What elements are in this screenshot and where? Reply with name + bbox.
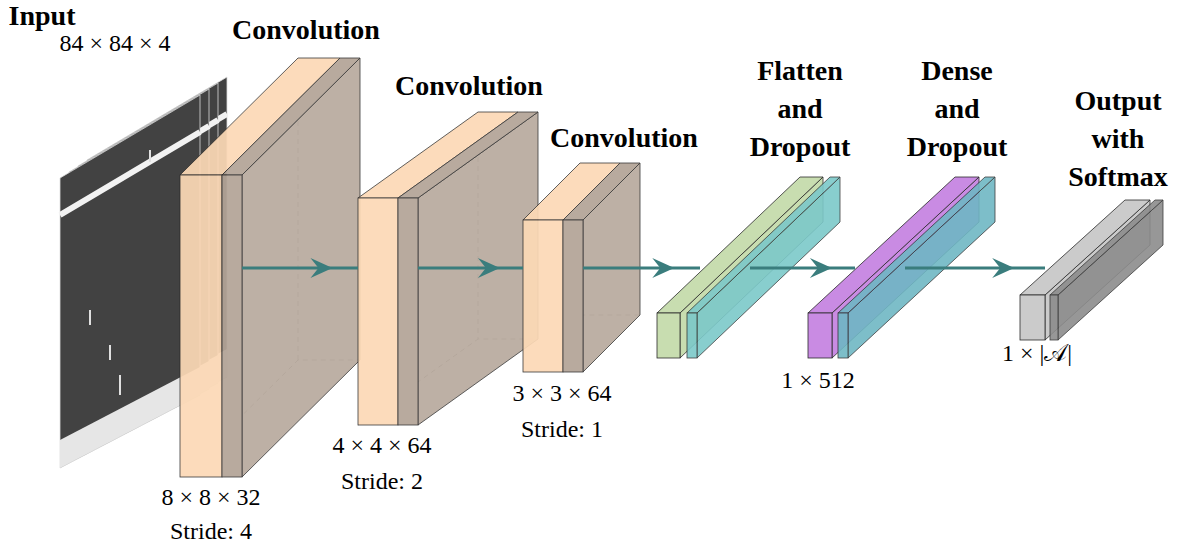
top-face (358, 112, 518, 198)
layer-dimension: 4 × 4 × 64 (332, 432, 431, 460)
frame-mark (109, 345, 111, 360)
layer-node: Input84 × 84 × 4 (60, 178, 200, 468)
layer-title: Flatten and Dropout (743, 52, 858, 166)
arrow-head (478, 258, 500, 278)
slab-front (808, 313, 832, 358)
layer-node: Convolution8 × 8 × 32Stride: 4 (180, 175, 242, 477)
slab-side (1058, 200, 1163, 340)
layer-title: Input (9, 0, 76, 32)
front-face (180, 175, 222, 477)
front-face (563, 220, 583, 372)
slab-top (838, 177, 995, 313)
conv-block (358, 112, 538, 425)
slab-top (1050, 200, 1163, 295)
frame-stripe (60, 132, 200, 215)
layer-title: Output with Softmax (1061, 82, 1176, 196)
arrow-head (310, 258, 332, 278)
flow-arrow (418, 258, 523, 278)
slab-top (687, 177, 840, 313)
frame-floor (60, 367, 200, 468)
arrow-head (992, 258, 1014, 278)
layer-title: Convolution (550, 122, 698, 154)
frame-mark (89, 310, 91, 325)
arrow-line (242, 267, 358, 270)
layer-dimension: 8 × 8 × 32 (161, 484, 260, 512)
arrow-line (583, 267, 700, 270)
arrow-line (750, 267, 855, 270)
top-face (398, 112, 538, 198)
layer-title: Convolution (232, 14, 380, 46)
layer-dimension: Stride: 4 (170, 518, 252, 546)
layer-dimension: Stride: 2 (341, 468, 423, 496)
front-face (398, 198, 418, 425)
frame-mark (149, 150, 151, 162)
front-face (358, 198, 398, 425)
slab-front (1050, 295, 1058, 340)
layer-node: Output with Softmax1 × |𝒜| (1045, 250, 1095, 286)
arrow-line (418, 267, 523, 270)
layer-dimension: Stride: 1 (521, 416, 603, 444)
flow-arrow (750, 258, 855, 278)
arrow-line (905, 267, 1045, 270)
flow-arrow (242, 258, 358, 278)
layer-node: Dense and Dropout1 × 512 (855, 245, 905, 290)
top-face (222, 58, 360, 175)
flow-arrow (583, 258, 700, 278)
slab-front (687, 313, 697, 358)
slab-front (1020, 295, 1045, 340)
input-frame (60, 95, 200, 468)
front-face (523, 220, 563, 372)
arrow-head (810, 258, 832, 278)
layer-dimension: 1 × 512 (781, 367, 855, 395)
conv-block (180, 58, 360, 477)
layer-dimension: 3 × 3 × 64 (512, 380, 611, 408)
layer-title: Dense and Dropout (900, 52, 1015, 166)
layer-dimension: 1 × |𝒜| (1002, 340, 1072, 368)
layer-dimension: 84 × 84 × 4 (59, 30, 170, 58)
flow-arrow (905, 258, 1045, 278)
front-face (222, 175, 242, 477)
layer-node: Convolution3 × 3 × 64Stride: 1 (523, 220, 583, 372)
layer-title: Convolution (395, 70, 543, 102)
arrow-head (652, 258, 674, 278)
frame-face (60, 95, 200, 468)
frame-mark (119, 375, 121, 395)
vector-slab (1050, 200, 1163, 340)
slab-front (657, 313, 680, 358)
slab-front (838, 313, 848, 358)
top-face (563, 163, 640, 220)
layer-node: Flatten and Dropout (700, 245, 750, 290)
layer-node: Convolution4 × 4 × 64Stride: 2 (358, 198, 418, 425)
